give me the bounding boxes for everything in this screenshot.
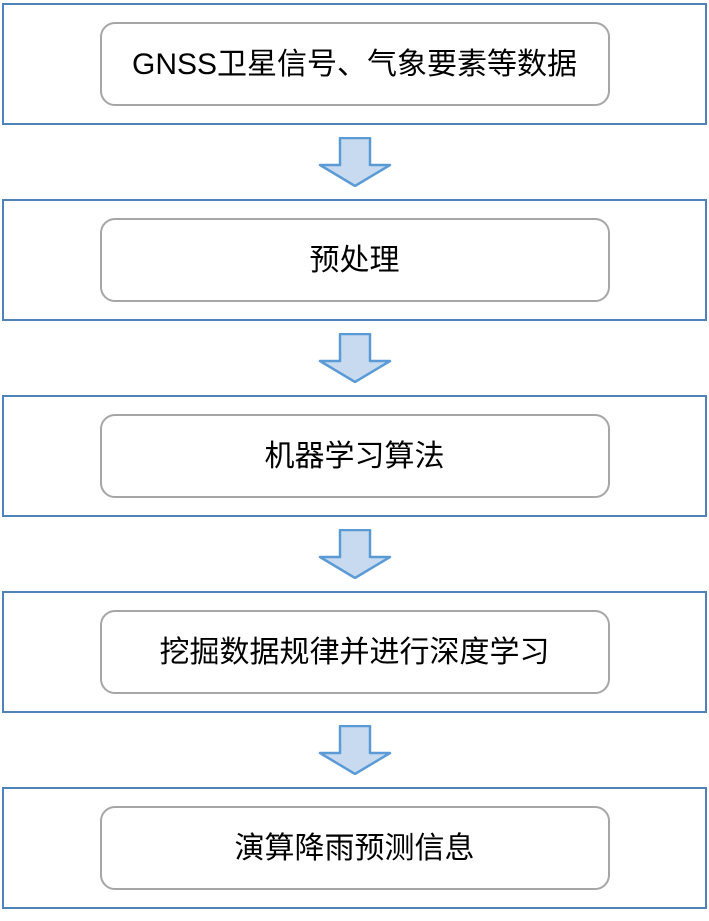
flow-connector [0,321,709,395]
flow-stage-inner-box: GNSS卫星信号、气象要素等数据 [99,22,610,106]
flow-stage-label: 挖掘数据规律并进行深度学习 [159,635,550,669]
flow-connector [0,713,709,787]
flow-stage-label: 演算降雨预测信息 [234,831,475,865]
down-arrow-icon [318,333,391,383]
flow-stage-outer-box: 演算降雨预测信息 [2,787,707,909]
flow-stage-label: 机器学习算法 [264,439,445,473]
down-arrow-icon [318,725,391,775]
flow-stage-inner-box: 机器学习算法 [99,414,610,498]
flow-stage-inner-box: 演算降雨预测信息 [99,806,610,890]
flow-connector [0,125,709,199]
flow-stage-label: GNSS卫星信号、气象要素等数据 [131,47,578,81]
flow-stage-outer-box: 预处理 [2,199,707,321]
flow-stage-inner-box: 挖掘数据规律并进行深度学习 [99,610,610,694]
down-arrow-icon [318,529,391,579]
flow-stage-inner-box: 预处理 [99,218,610,302]
flow-stage-outer-box: GNSS卫星信号、气象要素等数据 [2,3,707,125]
flow-stage-label: 预处理 [309,243,400,277]
flow-stage-outer-box: 机器学习算法 [2,395,707,517]
flow-stage-outer-box: 挖掘数据规律并进行深度学习 [2,591,707,713]
flow-connector [0,517,709,591]
down-arrow-icon [318,137,391,187]
